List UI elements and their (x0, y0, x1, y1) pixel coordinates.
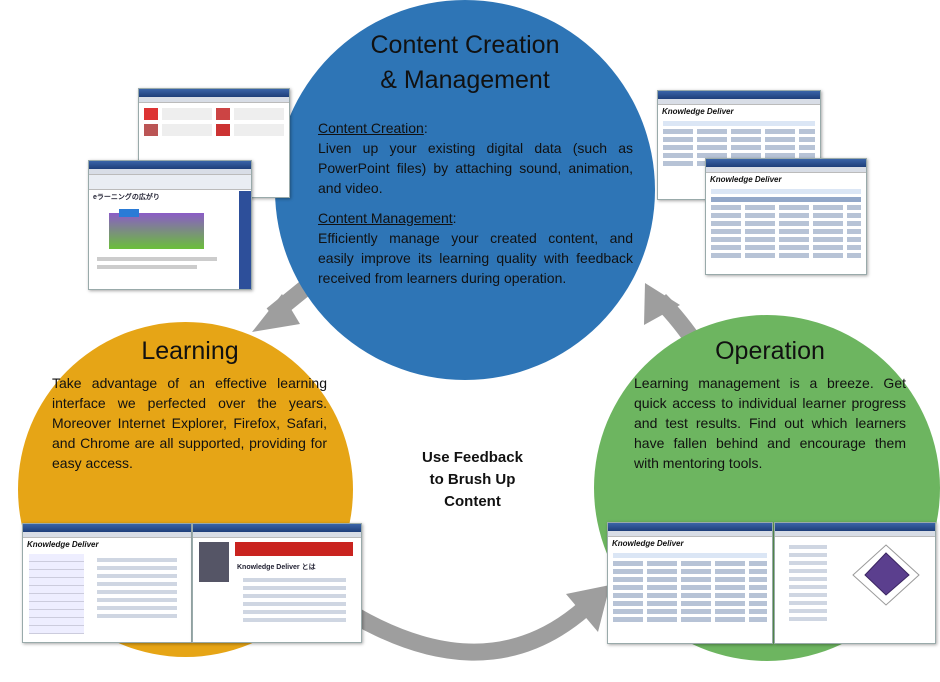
arrow-head-learning (252, 294, 300, 332)
brand-label-4: Knowledge Deliver (612, 539, 684, 548)
feedback-line2: to Brush Up (429, 471, 516, 488)
operation-text: Learning management is a breeze. Get qui… (634, 375, 906, 471)
screenshot-intro-page: Knowledge Deliver とは (192, 523, 362, 643)
operation-title: Operation (715, 337, 825, 365)
screenshot-progress-table: Knowledge Deliver (607, 522, 773, 644)
feedback-label: Use Feedback to Brush Up Content (395, 447, 550, 513)
management-heading-colon: : (452, 210, 457, 226)
arrow-head-operation (566, 585, 610, 632)
intro-heading: Knowledge Deliver とは (237, 564, 316, 571)
slide-heading: eラーニングの広がり (93, 194, 160, 201)
management-text: Efficiently manage your created content,… (318, 230, 633, 286)
creation-heading: Content Creation (318, 120, 424, 136)
brand-label-1: Knowledge Deliver (662, 107, 734, 116)
content-circle-title: Content Creation & Management (330, 28, 600, 98)
learning-title: Learning (141, 337, 239, 365)
learning-text: Take advantage of an effective learning … (52, 375, 327, 471)
feedback-line1: Use Feedback (422, 449, 523, 466)
creation-text: Liven up your existing digital data (suc… (318, 140, 633, 196)
content-title-line1: Content Creation (370, 31, 560, 59)
content-management-circle (275, 0, 655, 380)
management-heading: Content Management (318, 210, 453, 226)
brand-label-3: Knowledge Deliver (27, 540, 99, 549)
screenshot-learner-calendar: Knowledge Deliver (22, 523, 192, 643)
brand-label-2: Knowledge Deliver (710, 175, 782, 184)
screenshot-content-manager: Knowledge Deliver (705, 158, 867, 275)
radar-chart-icon (852, 544, 920, 606)
content-title-line2: & Management (380, 66, 550, 94)
creation-heading-colon: : (423, 120, 428, 136)
arrow-head-content (644, 283, 680, 325)
screenshot-radar-report (774, 522, 936, 644)
arrow-learning-to-operation (325, 592, 591, 661)
feedback-line3: Content (444, 493, 501, 510)
screenshot-slide-editor: eラーニングの広がり (88, 160, 252, 290)
content-circle-body: Content Creation: Liven up your existing… (318, 118, 633, 298)
